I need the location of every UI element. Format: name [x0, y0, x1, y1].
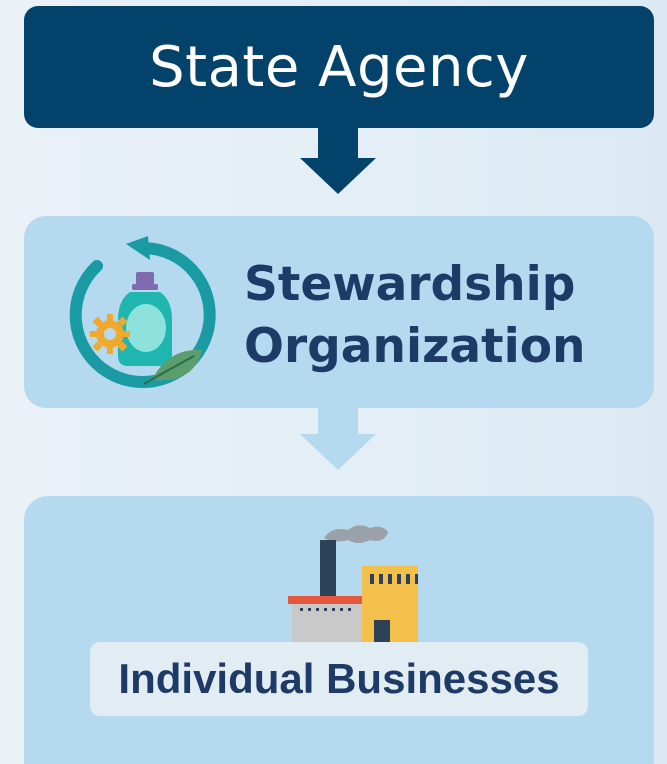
state-agency-title: State Agency	[149, 34, 529, 100]
individual-businesses-box: Individual Businesses	[24, 496, 654, 764]
factory-icon	[288, 525, 418, 644]
stewardship-organization-title: Stewardship Organization	[244, 254, 585, 378]
stewardship-organization-box: Stewardship Organization	[24, 216, 654, 408]
stewardship-title-line1: Stewardship	[244, 257, 576, 312]
recycle-bottle-gear-leaf-icon	[69, 236, 216, 388]
individual-businesses-title: Individual Businesses	[118, 655, 560, 702]
arrow-down-icon	[300, 408, 376, 470]
arrow-down-icon	[300, 128, 376, 194]
individual-businesses-label-box: Individual Businesses	[90, 642, 588, 716]
state-agency-box: State Agency	[24, 6, 654, 128]
stewardship-title-line2: Organization	[244, 319, 586, 374]
